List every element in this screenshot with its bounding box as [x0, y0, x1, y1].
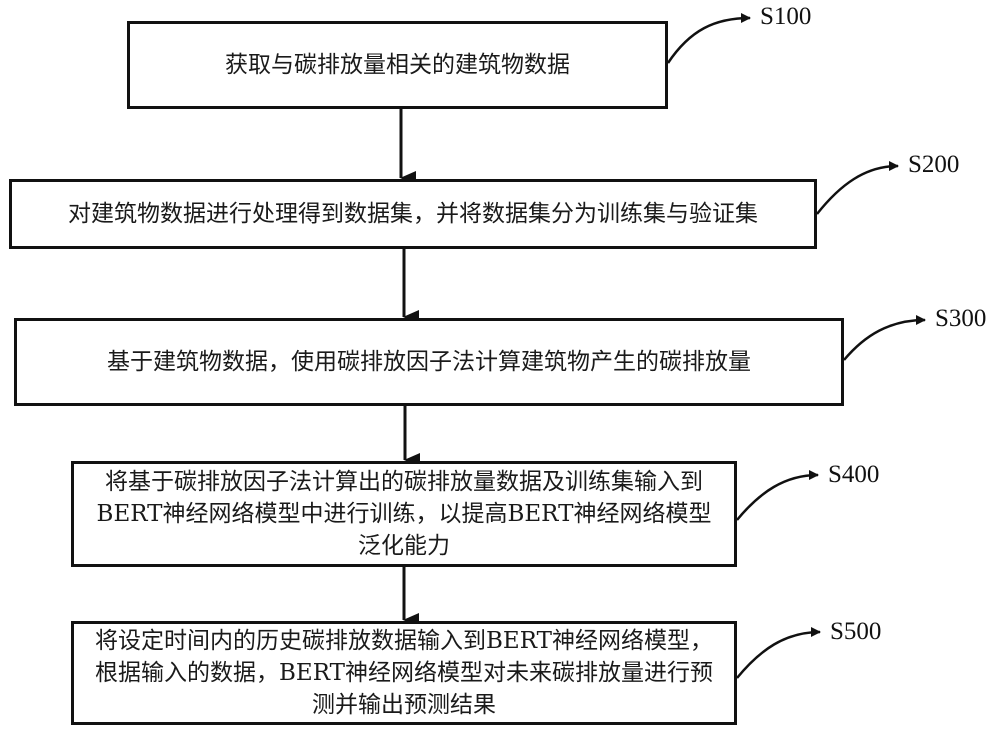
leader-curve-s300	[843, 315, 926, 361]
leader-curve-s400	[736, 470, 819, 521]
leader-curve-s100	[666, 13, 751, 64]
step-box-s100: 获取与碳排放量相关的建筑物数据	[127, 21, 668, 109]
step-text-s200: 对建筑物数据进行处理得到数据集，并将数据集分为训练集与验证集	[68, 201, 758, 227]
step-box-s500: 将设定时间内的历史碳排放数据输入到BERT神经网络模型，根据输入的数据，BERT…	[71, 621, 737, 725]
step-text-s100: 获取与碳排放量相关的建筑物数据	[225, 52, 570, 78]
step-label-s200: S200	[908, 151, 960, 178]
leader-curve-s500	[736, 627, 821, 679]
step-label-s100: S100	[760, 3, 812, 30]
step-box-s400: 将基于碳排放因子法计算出的碳排放量数据及训练集输入到BERT神经网络模型中进行训…	[71, 461, 737, 567]
step-label-s500: S500	[830, 618, 882, 645]
step-label-s300: S300	[935, 305, 987, 332]
step-text-s400: 将基于碳排放因子法计算出的碳排放量数据及训练集输入到BERT神经网络模型中进行训…	[96, 469, 712, 559]
step-box-s200: 对建筑物数据进行处理得到数据集，并将数据集分为训练集与验证集	[9, 179, 817, 249]
leader-curve-s200	[816, 161, 899, 215]
step-text-s500: 将设定时间内的历史碳排放数据输入到BERT神经网络模型，根据输入的数据，BERT…	[95, 628, 713, 718]
step-text-s300: 基于建筑物数据，使用碳排放因子法计算建筑物产生的碳排放量	[107, 349, 751, 375]
step-box-s300: 基于建筑物数据，使用碳排放因子法计算建筑物产生的碳排放量	[14, 318, 844, 406]
step-label-s400: S400	[828, 461, 880, 488]
